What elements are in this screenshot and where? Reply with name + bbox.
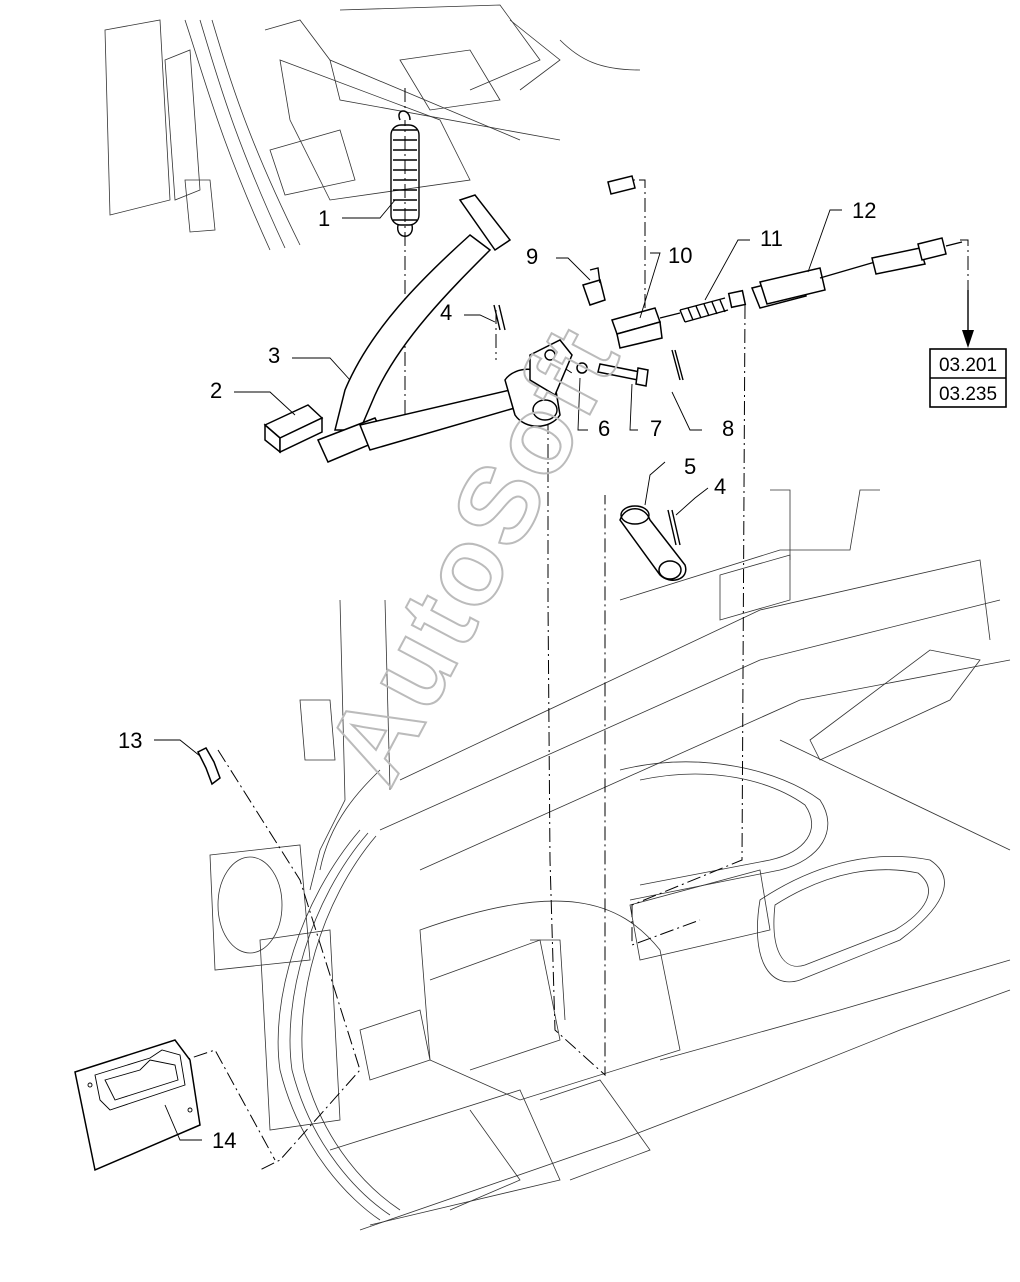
brake-cable <box>659 237 963 323</box>
callout-8: 8 <box>722 416 734 441</box>
callout-2: 2 <box>210 378 222 403</box>
pivot-pin <box>619 505 687 581</box>
callout-4b: 4 <box>714 474 726 499</box>
callout-12: 12 <box>852 198 876 223</box>
reference-03-201: 03.201 <box>939 355 997 376</box>
callout-7: 7 <box>650 416 662 441</box>
pedal-pad <box>263 404 324 454</box>
callout-4a: 4 <box>440 300 452 325</box>
callout-1: 1 <box>318 206 330 231</box>
callout-9: 9 <box>526 244 538 269</box>
cover-plate <box>74 1039 201 1172</box>
reference-arrow <box>962 290 974 348</box>
return-spring <box>390 110 420 237</box>
callout-3: 3 <box>268 343 280 368</box>
reference-03-235: 03.235 <box>939 384 997 405</box>
callout-11: 11 <box>760 226 783 251</box>
callout-13: 13 <box>118 728 142 753</box>
callout-14: 14 <box>212 1128 236 1153</box>
callout-labels: 1 2 3 4 4 5 6 7 8 9 10 11 12 13 14 <box>118 198 876 1153</box>
callout-6: 6 <box>598 416 610 441</box>
split-pins <box>493 304 684 546</box>
callout-5: 5 <box>684 454 696 479</box>
bolt-and-nut <box>576 267 649 387</box>
assembly-center-lines <box>79 88 969 1171</box>
reference-box: 03.201 03.235 <box>929 348 1007 408</box>
clip-13 <box>196 747 221 786</box>
background-cab-structure <box>104 4 1011 1231</box>
callout-10: 10 <box>668 243 692 268</box>
brake-pedal-lever <box>316 194 573 463</box>
cable-clevis <box>607 175 663 349</box>
callout-leaders <box>154 199 842 1141</box>
